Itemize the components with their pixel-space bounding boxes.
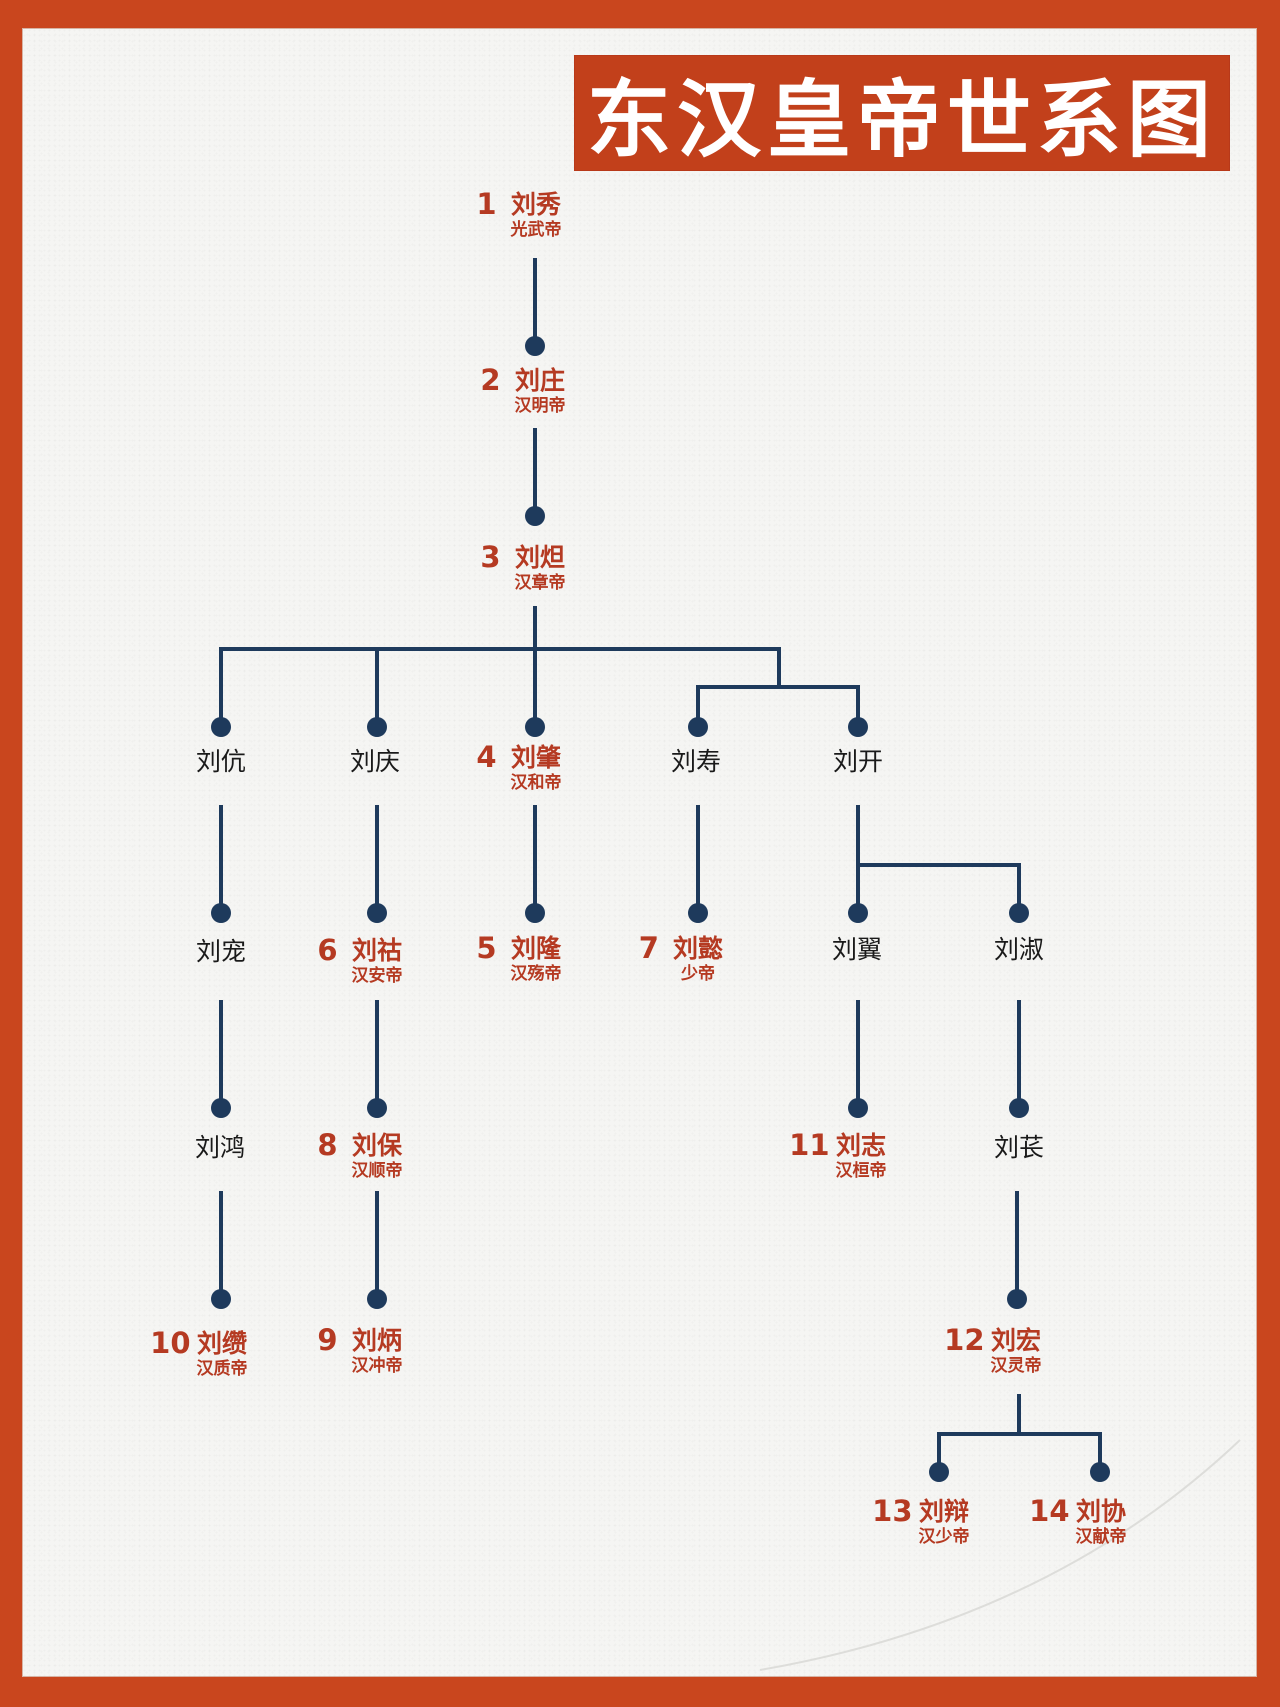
node-dot (1090, 1462, 1110, 1482)
emperor-title: 光武帝 (510, 220, 562, 240)
person-name: 刘祜 (351, 936, 402, 965)
person-name: 刘宠 (195, 937, 247, 966)
person-name: 刘协 (1075, 1497, 1126, 1526)
emperor-title: 汉明帝 (514, 396, 566, 416)
node-liu-xiu: 1 刘秀 光武帝 (476, 189, 562, 240)
node-liu-chong: 刘宠 (196, 937, 246, 967)
emperor-title: 汉顺帝 (351, 1161, 403, 1181)
person-name: 刘辩 (918, 1497, 969, 1526)
node-liu-zuan: 10 刘缵 汉质帝 (150, 1328, 248, 1379)
node-dot (848, 1098, 868, 1118)
emperor-title: 汉献帝 (1075, 1527, 1127, 1547)
reign-number: 10 (150, 1326, 191, 1360)
node-liu-shu: 刘淑 (994, 935, 1044, 965)
node-liu-chang: 刘苌 (994, 1133, 1044, 1163)
node-liu-shou: 刘寿 (671, 747, 721, 777)
person-name: 刘秀 (510, 190, 561, 219)
reign-number: 2 (480, 363, 501, 397)
node-liu-zhi: 11 刘志 汉桓帝 (789, 1130, 887, 1181)
page-title: 东汉皇帝世系图 (575, 56, 1229, 170)
person-name: 刘宏 (990, 1326, 1041, 1355)
node-liu-kang: 刘伉 (196, 747, 246, 777)
node-liu-hu: 6 刘祜 汉安帝 (317, 935, 403, 986)
node-liu-long: 5 刘隆 汉殇帝 (476, 933, 562, 984)
person-name: 刘伉 (195, 747, 247, 776)
node-dot (1009, 1098, 1029, 1118)
person-name: 刘开 (832, 747, 884, 776)
node-dot (525, 903, 545, 923)
emperor-title: 汉章帝 (514, 573, 566, 593)
emperor-title: 汉灵帝 (990, 1356, 1042, 1376)
reign-number: 5 (476, 931, 497, 965)
person-name: 刘肇 (510, 743, 561, 772)
node-liu-hong-swan: 刘鸿 (195, 1133, 245, 1163)
node-dot (1007, 1289, 1027, 1309)
node-dot (367, 903, 387, 923)
emperor-title: 汉桓帝 (835, 1161, 887, 1181)
person-name: 刘炟 (514, 543, 565, 572)
node-liu-qing: 刘庆 (350, 747, 400, 777)
node-dot (525, 717, 545, 737)
person-name: 刘缵 (196, 1329, 247, 1358)
person-name: 刘炳 (351, 1326, 402, 1355)
reign-number: 7 (638, 931, 659, 965)
person-name: 刘淑 (993, 935, 1045, 964)
node-liu-yi: 7 刘懿 少帝 (639, 933, 724, 984)
node-dot (688, 903, 708, 923)
person-name: 刘隆 (510, 934, 561, 963)
node-dot (848, 717, 868, 737)
person-name: 刘庆 (349, 747, 401, 776)
node-dot (367, 1289, 387, 1309)
emperor-title: 汉殇帝 (510, 964, 562, 984)
node-dot (688, 717, 708, 737)
decorative-arc (759, 1439, 1241, 1671)
reign-number: 3 (480, 540, 501, 574)
node-dot (211, 1098, 231, 1118)
person-name: 刘庄 (514, 366, 565, 395)
reign-number: 12 (944, 1323, 985, 1357)
node-dot (211, 717, 231, 737)
reign-number: 8 (317, 1128, 338, 1162)
person-name: 刘苌 (993, 1133, 1045, 1162)
reign-number: 6 (317, 933, 338, 967)
node-liu-yi-wing: 刘翼 (832, 935, 882, 965)
emperor-title: 汉质帝 (196, 1359, 248, 1379)
node-liu-da: 3 刘炟 汉章帝 (480, 542, 566, 593)
node-liu-zhuang: 2 刘庄 汉明帝 (480, 365, 566, 416)
node-dot (848, 903, 868, 923)
person-name: 刘寿 (670, 747, 722, 776)
reign-number: 11 (789, 1128, 830, 1162)
person-name: 刘志 (835, 1131, 886, 1160)
reign-number: 1 (476, 187, 497, 221)
person-name: 刘翼 (831, 935, 883, 964)
person-name: 刘懿 (672, 934, 724, 963)
node-dot (1009, 903, 1029, 923)
emperor-title: 汉安帝 (351, 966, 403, 986)
paper-background (22, 28, 1257, 1677)
reign-number: 9 (317, 1323, 338, 1357)
node-liu-bao: 8 刘保 汉顺帝 (317, 1130, 403, 1181)
node-liu-bing: 9 刘炳 汉冲帝 (317, 1325, 403, 1376)
node-dot (211, 1289, 231, 1309)
person-name: 刘鸿 (194, 1133, 246, 1162)
emperor-title: 汉和帝 (510, 773, 562, 793)
node-dot (211, 903, 231, 923)
reign-number: 14 (1029, 1494, 1070, 1528)
reign-number: 13 (872, 1494, 913, 1528)
node-dot (525, 506, 545, 526)
node-dot (367, 1098, 387, 1118)
emperor-title: 少帝 (680, 964, 715, 984)
emperor-title: 汉少帝 (918, 1527, 970, 1547)
node-dot (525, 336, 545, 356)
node-liu-bian: 13 刘辩 汉少帝 (872, 1496, 970, 1547)
node-liu-kai: 刘开 (833, 747, 883, 777)
node-liu-zhao: 4 刘肇 汉和帝 (476, 742, 562, 793)
node-dot (367, 717, 387, 737)
person-name: 刘保 (351, 1131, 402, 1160)
emperor-title: 汉冲帝 (351, 1356, 403, 1376)
node-dot (929, 1462, 949, 1482)
reign-number: 4 (476, 740, 497, 774)
node-liu-xie: 14 刘协 汉献帝 (1029, 1496, 1127, 1547)
node-liu-hong: 12 刘宏 汉灵帝 (944, 1325, 1042, 1376)
